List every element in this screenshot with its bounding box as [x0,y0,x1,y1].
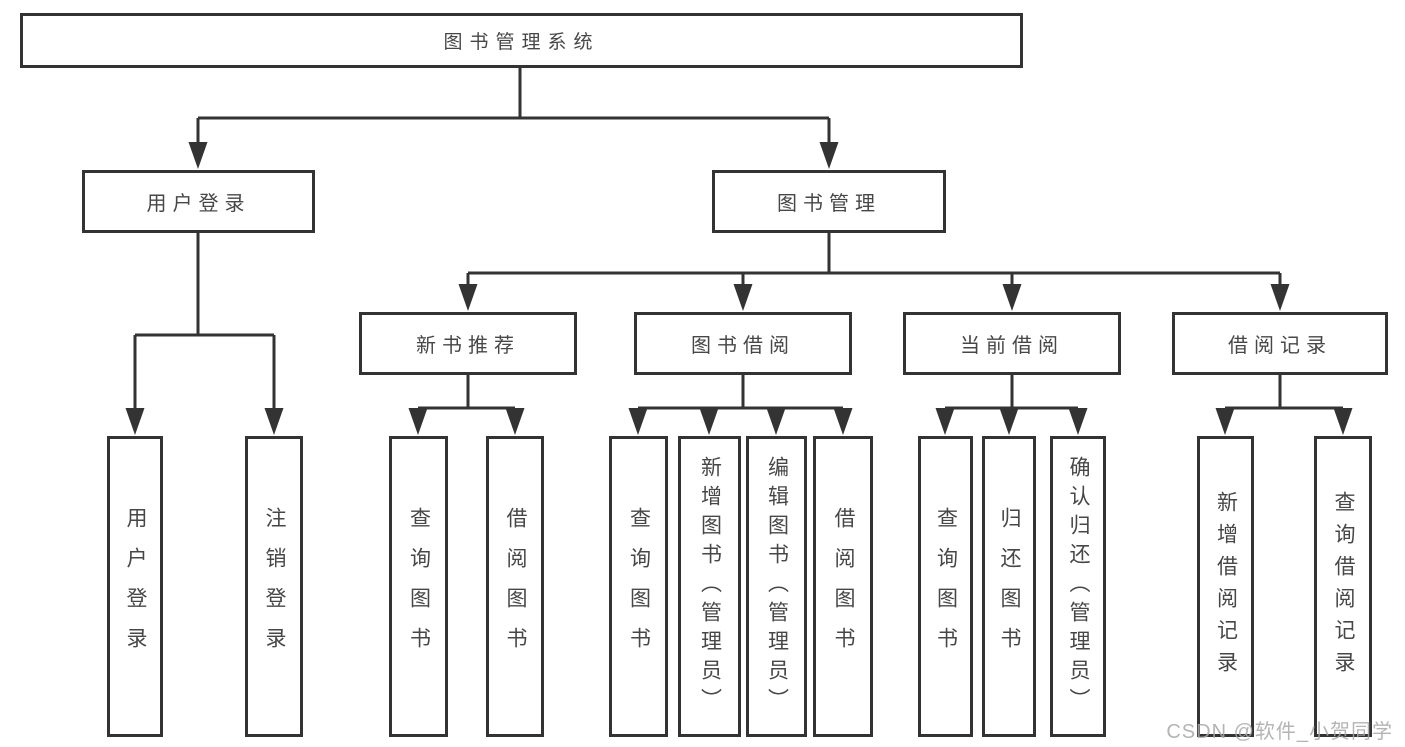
node-user-login: 用户登录 [82,170,315,233]
connector-new-book-to-leaves [418,375,515,410]
arrow-heads [125,142,1353,435]
connector-book-mgmt-to-level2 [466,233,1282,288]
connector-user-login-to-leaves [133,233,276,412]
connector-borrow-records-to-leaves [1225,375,1343,410]
node-root-label: 图书管理系统 [443,32,600,53]
leaf-edit-books-admin-label: 编辑图书（管理员） [765,456,789,717]
leaf-borrow-books-recommend: 借阅图书 [486,436,544,737]
leaf-borrow-books: 借阅图书 [813,436,873,737]
node-borrowing-records-label: 借阅记录 [1228,335,1332,357]
leaf-query-borrow-record: 查询借阅记录 [1314,436,1372,737]
leaf-logout-login-label: 注销登录 [263,506,287,667]
node-book-borrowing-label: 图书借阅 [691,335,795,357]
leaf-add-borrow-record-label: 新增借阅记录 [1214,490,1238,683]
leaf-query-books-borrow-label: 查询图书 [627,506,651,667]
leaf-borrow-books-label: 借阅图书 [832,506,856,667]
csdn-watermark: CSDN @软件_小贺同学 [1166,721,1393,743]
leaf-query-borrow-record-label: 查询借阅记录 [1332,490,1356,683]
leaf-borrow-books-recommend-label: 借阅图书 [504,506,528,667]
leaf-add-borrow-record: 新增借阅记录 [1197,436,1254,737]
node-book-management: 图书管理 [712,170,946,233]
leaf-return-books: 归还图书 [982,436,1036,737]
node-current-borrowing: 当前借阅 [903,312,1121,375]
connector-current-borrow-to-leaves [945,375,1078,410]
leaf-query-books-current-label: 查询图书 [934,506,958,667]
leaf-query-books-current: 查询图书 [918,436,973,737]
leaf-confirm-return-admin-label: 确认归还（管理员） [1067,456,1091,717]
node-book-management-label: 图书管理 [777,193,881,215]
node-borrowing-records: 借阅记录 [1172,312,1388,375]
leaf-query-books-recommend: 查询图书 [389,436,448,737]
leaf-return-books-label: 归还图书 [998,506,1022,667]
leaf-logout-login: 注销登录 [245,436,303,737]
connector-root-to-level1 [196,68,831,146]
leaf-edit-books-admin: 编辑图书（管理员） [746,436,807,737]
node-current-borrowing-label: 当前借阅 [960,335,1064,357]
leaf-confirm-return-admin: 确认归还（管理员） [1050,436,1106,737]
node-user-login-label: 用户登录 [146,193,251,215]
node-root: 图书管理系统 [20,13,1023,68]
leaf-add-books-admin: 新增图书（管理员） [678,436,741,737]
node-new-book-recommendation-label: 新书推荐 [416,335,520,357]
connector-book-borrow-to-leaves [638,375,843,410]
leaf-query-books-borrow: 查询图书 [609,436,668,737]
leaf-query-books-recommend-label: 查询图书 [407,506,431,667]
leaf-add-books-admin-label: 新增图书（管理员） [698,456,722,717]
leaf-user-login-label: 用户登录 [124,506,148,667]
node-new-book-recommendation: 新书推荐 [359,312,577,375]
node-book-borrowing: 图书借阅 [634,312,852,375]
leaf-user-login: 用户登录 [107,436,163,737]
